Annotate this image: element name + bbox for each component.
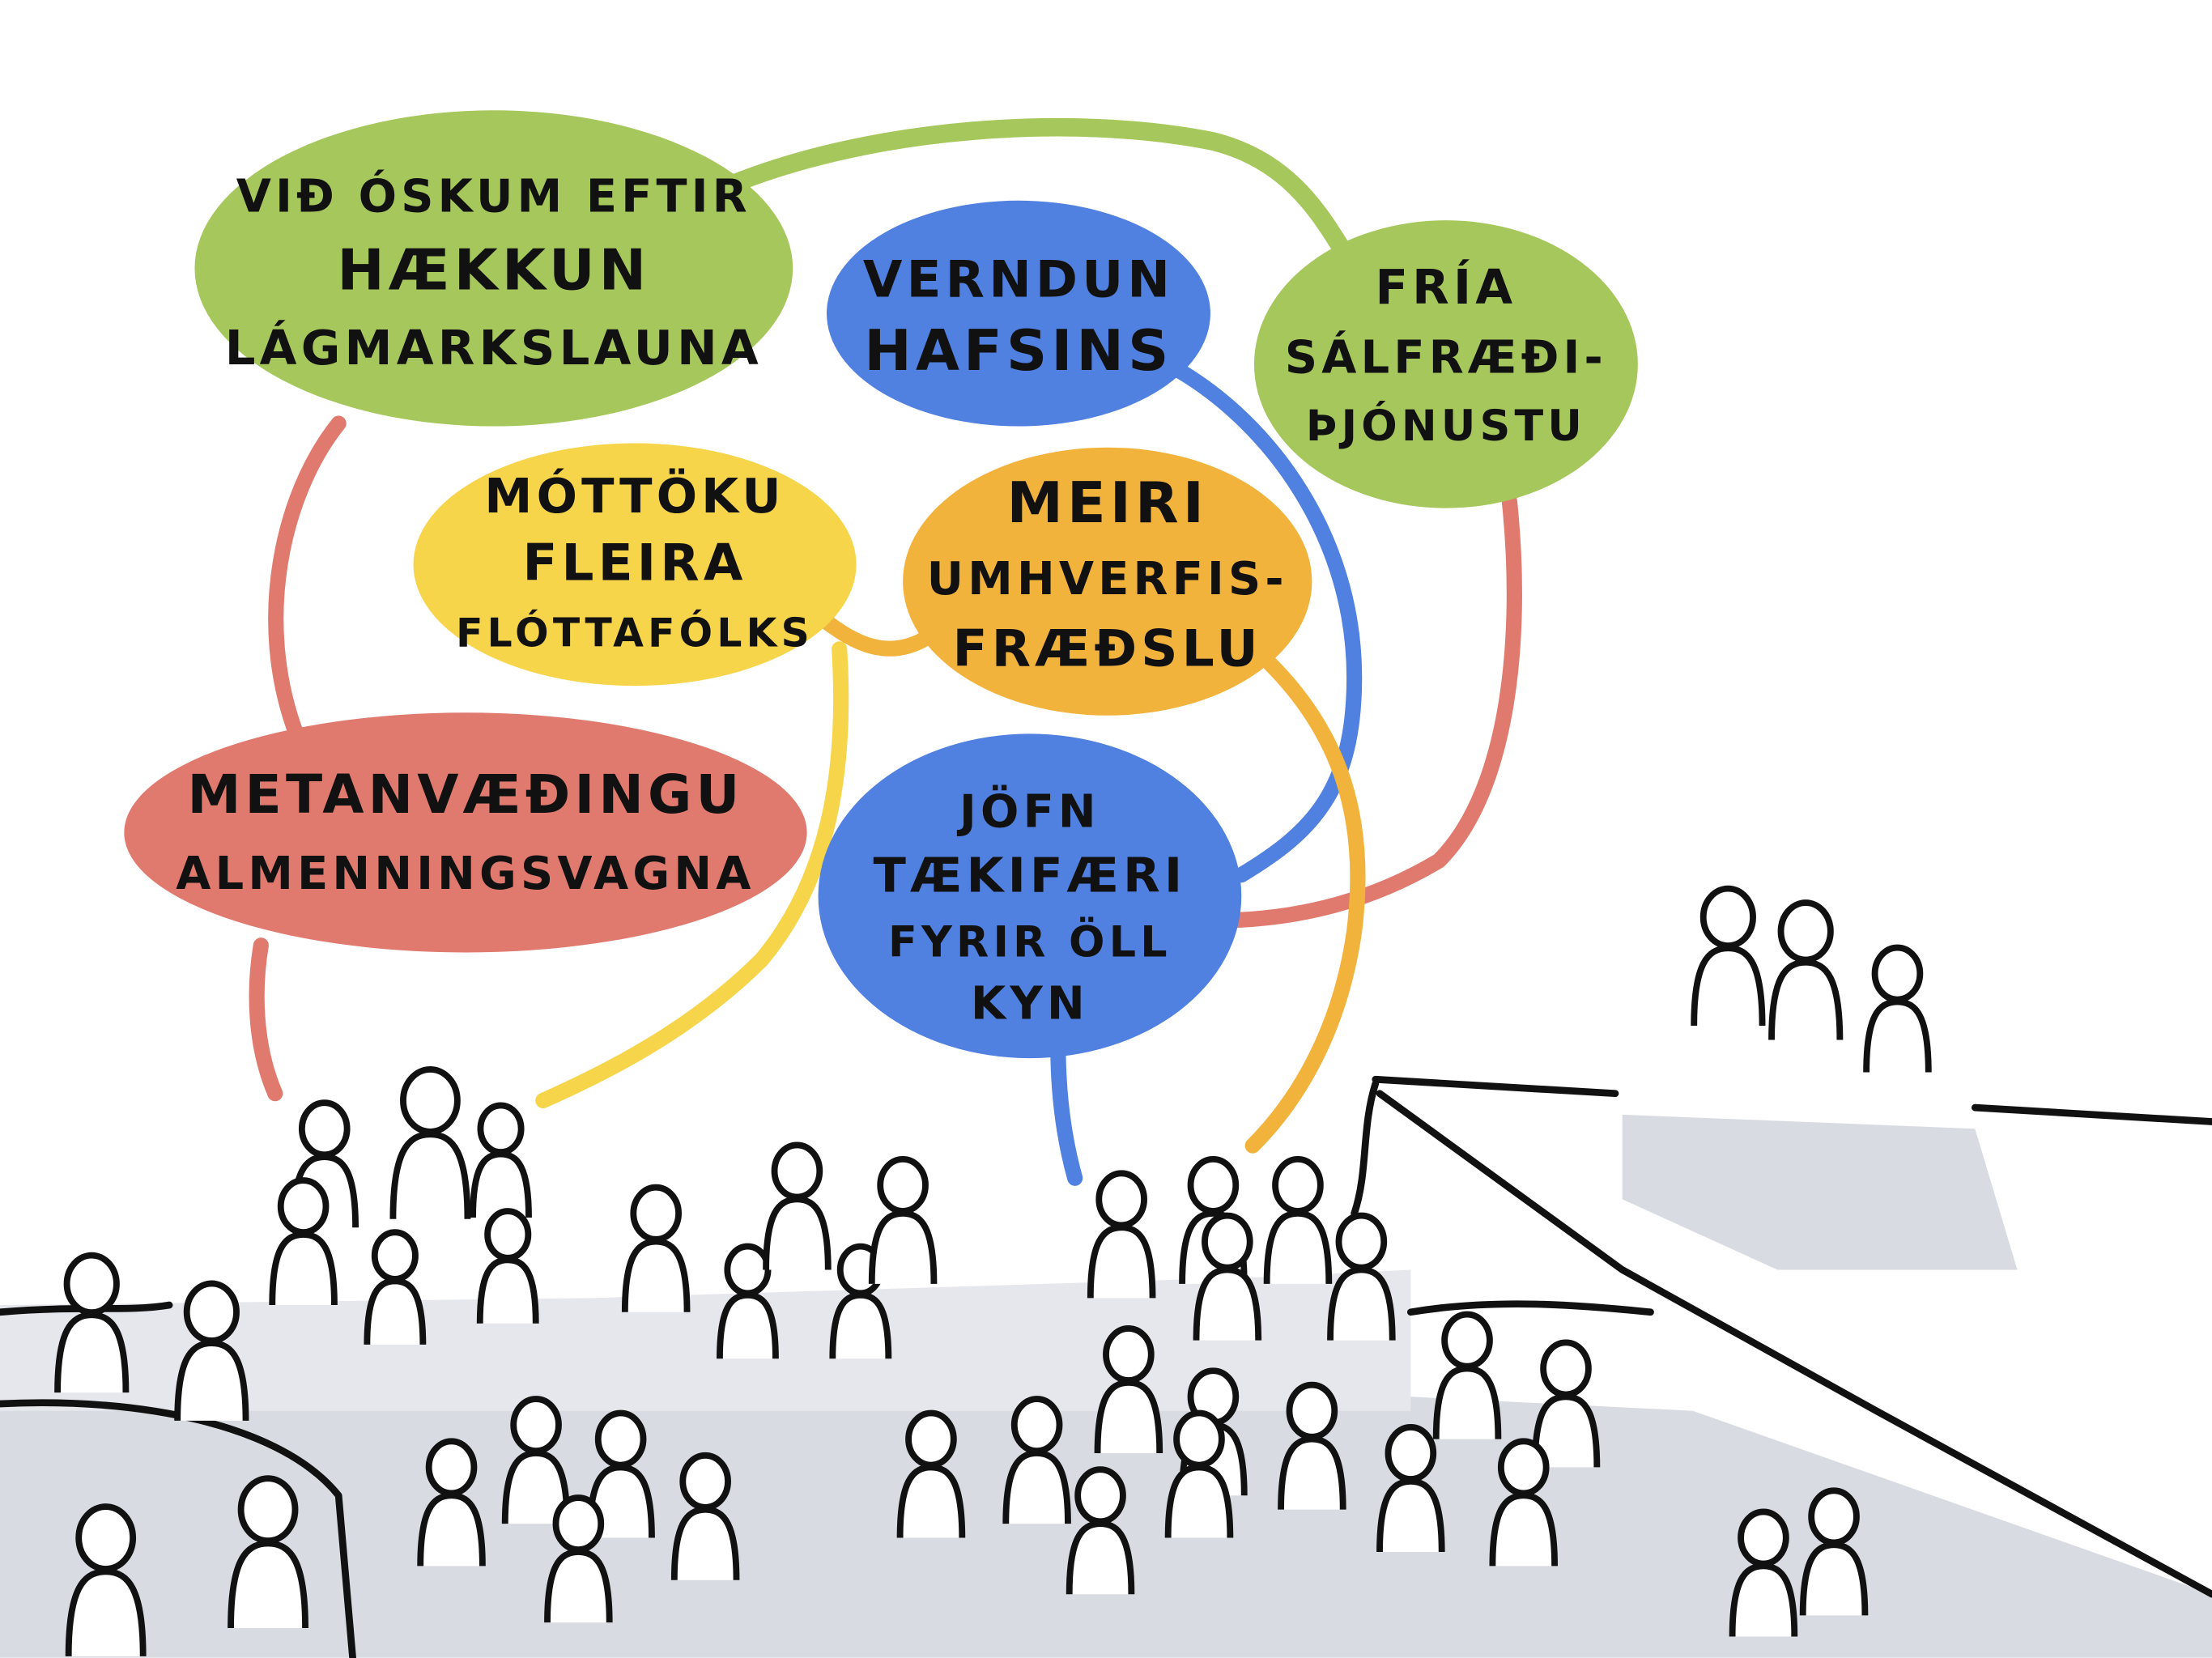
connector-blue-bottom — [1050, 1036, 1083, 1186]
person-figure — [389, 1066, 471, 1219]
person-figure — [417, 1438, 486, 1567]
connector-orange-right — [1244, 655, 1366, 1154]
connector-green — [724, 117, 1363, 278]
bubble-text-line: ÞJÓNUSTU — [1306, 401, 1586, 451]
person-figure — [1863, 944, 1932, 1073]
person-figure — [1432, 1311, 1502, 1439]
bubble-ocean: VERNDUN HAFSINS — [827, 200, 1210, 427]
bubble-equality: JÖFN TÆKIFÆRI FYRIR ÖLL KYN — [818, 733, 1242, 1059]
person-figure — [1376, 1424, 1445, 1552]
person-figure — [621, 1184, 691, 1312]
person-figure — [476, 1208, 539, 1324]
bubble-text-line: ALMENNINGSVAGNA — [176, 848, 755, 900]
person-figure — [868, 1155, 938, 1284]
audience — [54, 885, 1932, 1656]
bubble-environment: MEIRI UMHVERFIS- FRÆÐSLU — [903, 447, 1312, 716]
bubble-text-line: FRÍA — [1375, 259, 1516, 315]
person-figure — [54, 1252, 130, 1393]
bubble-wage: VIÐ ÓSKUM EFTIR HÆKKUN LÁGMARKSLAUNA — [194, 110, 793, 427]
bubble-text-line: KYN — [971, 977, 1089, 1030]
connector-blue-right — [1170, 362, 1363, 883]
connectors — [249, 117, 1522, 1186]
bubble-text-line: HAFSINS — [864, 318, 1172, 384]
person-figure — [1799, 1487, 1869, 1616]
person-figure — [65, 1503, 147, 1656]
person-figure — [1729, 1508, 1798, 1637]
person-figure — [670, 1452, 740, 1580]
person-figure — [717, 1243, 779, 1359]
bubble-text-line: LÁGMARKSLAUNA — [225, 320, 763, 376]
person-figure — [1002, 1396, 1071, 1524]
person-figure — [1164, 1409, 1234, 1538]
person-figure — [1531, 1339, 1601, 1468]
person-figure — [1066, 1466, 1135, 1595]
bubble-text-line: FRÆÐSLU — [953, 619, 1262, 678]
bubble-text-line: TÆKIFÆRI — [874, 848, 1187, 903]
person-figure — [1278, 1381, 1346, 1510]
bubble-text-line: UMHVERFIS- — [927, 553, 1288, 606]
bubble-text-line: METANVÆÐINGU — [187, 763, 743, 826]
person-figure — [501, 1396, 571, 1524]
person-figure — [1327, 1212, 1396, 1341]
person-figure — [896, 1409, 966, 1538]
person-figure — [763, 1141, 832, 1270]
bubble-psych: FRÍA SÁLFRÆÐI- ÞJÓNUSTU — [1253, 220, 1638, 508]
person-figure — [228, 1475, 308, 1629]
bubble-buses: METANVÆÐINGU ALMENNINGSVAGNA — [124, 712, 807, 953]
bubble-text-line: HÆKKUN — [337, 238, 650, 304]
bubble-refugees: MÓTTÖKU FLEIRA FLÓTTAFÓLKS — [413, 443, 857, 687]
bubble-text-line: JÖFN — [956, 785, 1100, 838]
person-figure — [470, 1102, 532, 1218]
person-figure — [1691, 885, 1766, 1027]
bubble-text-line: SÁLFRÆÐI- — [1285, 331, 1607, 384]
person-figure — [544, 1494, 613, 1623]
person-figure — [586, 1409, 655, 1538]
person-figure — [1768, 899, 1844, 1040]
bubble-text-line: MÓTTÖKU — [484, 468, 785, 524]
person-figure — [1489, 1438, 1558, 1567]
bubble-text-line: MEIRI — [1006, 470, 1208, 536]
connector-yellow — [535, 641, 849, 1108]
person-figure — [174, 1280, 249, 1421]
person-figure — [269, 1177, 338, 1306]
bubble-text-line: VIÐ ÓSKUM EFTIR — [236, 171, 751, 223]
connector-red-bottom — [249, 937, 283, 1102]
bubble-text-line: FYRIR ÖLL — [888, 917, 1172, 967]
person-figure — [1087, 1170, 1156, 1299]
bubble-text-line: VERNDUN — [863, 249, 1174, 308]
connector-orange-mid — [817, 613, 939, 657]
connector-red-left — [268, 415, 347, 742]
person-figure — [364, 1229, 427, 1345]
person-figure — [1094, 1325, 1163, 1453]
bubble-text-line: FLEIRA — [522, 533, 747, 592]
bubble-text-line: FLÓTTAFÓLKS — [456, 610, 814, 656]
person-figure — [1193, 1212, 1262, 1341]
connector-red-right — [1231, 493, 1522, 928]
person-figure — [1263, 1155, 1333, 1284]
